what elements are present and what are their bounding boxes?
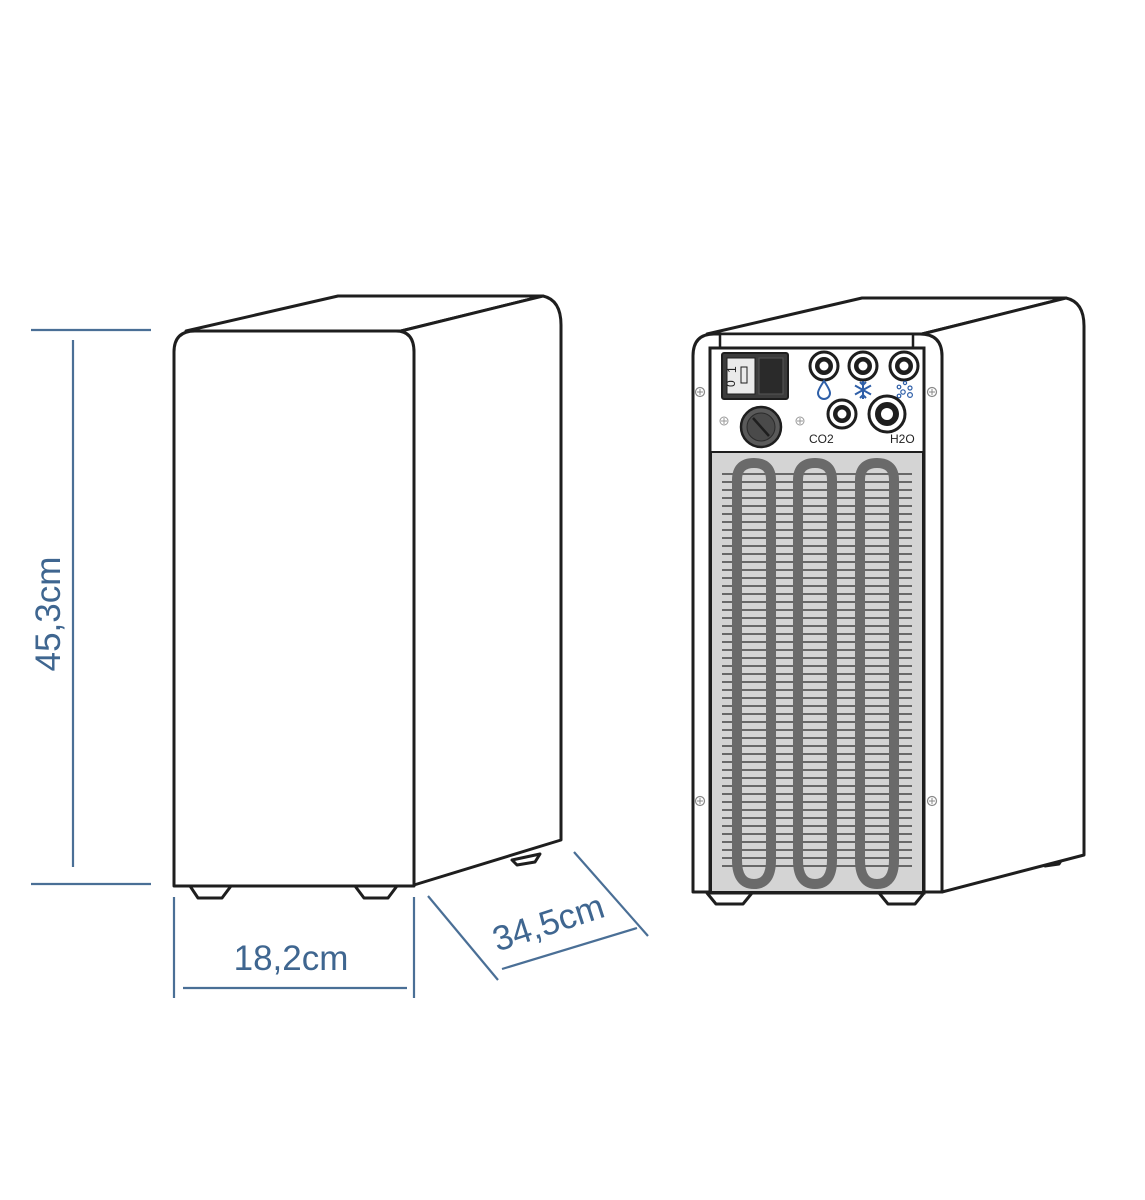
co2-inlet-port[interactable]	[826, 398, 858, 430]
condenser-coil-middle	[793, 457, 837, 890]
width-label: 18,2cm	[234, 939, 349, 978]
bubbles-icon	[896, 380, 913, 399]
co2-label: CO2	[809, 432, 834, 446]
condenser-coil-left	[732, 457, 776, 890]
height-dimension: 45,3cm	[29, 328, 151, 886]
width-dimension: 18,2cm	[172, 897, 416, 998]
switch-label-off: 0	[724, 380, 738, 387]
rear-view-unit: 0 1	[691, 296, 1086, 906]
snowflake-icon	[854, 381, 872, 399]
screw-icon	[926, 795, 938, 807]
front-face	[172, 329, 416, 888]
rear-side-face	[920, 296, 1086, 894]
switch-label-on: 1	[725, 366, 739, 373]
screw-icon	[926, 386, 938, 398]
depth-label: 34,5cm	[488, 887, 609, 960]
water-outlet-port[interactable]	[808, 350, 840, 382]
screw-icon	[719, 416, 729, 426]
foot-back	[510, 852, 542, 867]
side-face	[399, 294, 563, 887]
screw-icon	[795, 416, 805, 426]
power-switch[interactable]: 0 1	[721, 352, 789, 400]
sparkling-water-port[interactable]	[888, 350, 920, 382]
foot-rear-right	[877, 891, 926, 906]
condenser-grille	[710, 451, 924, 893]
foot-front-left	[188, 884, 233, 900]
cold-water-port[interactable]	[847, 350, 879, 382]
foot-front-right	[353, 884, 399, 900]
water-drop-icon	[816, 379, 832, 400]
screw-icon	[694, 795, 706, 807]
h2o-inlet-port[interactable]	[867, 394, 907, 434]
height-label: 45,3cm	[29, 557, 68, 672]
front-view-unit	[172, 294, 563, 900]
condenser-fins	[722, 473, 912, 867]
h2o-label: H2O	[890, 432, 915, 446]
screw-icon	[694, 386, 706, 398]
pressure-knob[interactable]	[739, 405, 783, 449]
condenser-coil-right	[855, 457, 899, 890]
foot-rear-left	[705, 891, 754, 906]
